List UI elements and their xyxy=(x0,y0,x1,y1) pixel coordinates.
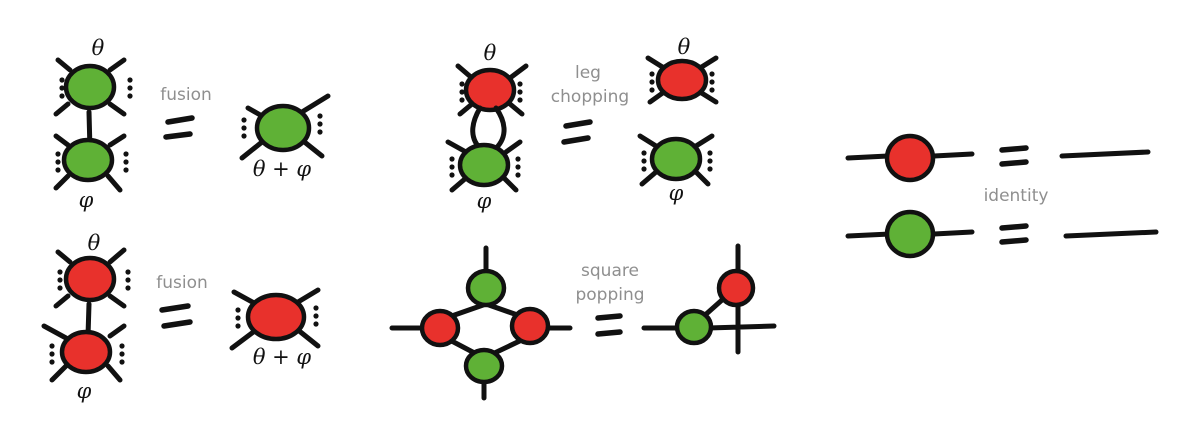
equals-sign xyxy=(999,223,1029,245)
phi-label: φ xyxy=(477,189,492,213)
red-spider-top xyxy=(53,247,131,339)
square-edges xyxy=(389,245,573,401)
rule-identity: identity xyxy=(845,133,1159,259)
wire xyxy=(845,151,975,161)
green-spider xyxy=(674,308,714,346)
chopping-label: chopping xyxy=(551,87,629,107)
plain-wire xyxy=(1063,229,1159,239)
theta-label: θ xyxy=(92,36,105,60)
green-spider-bottom xyxy=(463,347,505,385)
theta-label: θ xyxy=(88,231,101,255)
wire xyxy=(845,229,975,239)
green-spider-top xyxy=(465,268,507,308)
phi-label: φ xyxy=(77,379,92,403)
rule-green-fusion: θ φ fusion θ + φ xyxy=(53,36,331,212)
theta-plus-phi-label: θ + φ xyxy=(253,345,312,369)
fusion-label: fusion xyxy=(160,85,212,105)
rule-leg-chopping: θ φ leg chopping θ φ xyxy=(445,35,719,213)
red-spider-lhs xyxy=(455,63,529,117)
rule-red-fusion: θ φ fusion θ + φ xyxy=(41,231,321,403)
red-spider-right xyxy=(509,306,551,346)
theta-label: θ xyxy=(484,41,497,65)
red-spider-bottom xyxy=(41,323,127,383)
phi-label: φ xyxy=(79,188,94,212)
equals-sign xyxy=(163,115,195,140)
plain-wire xyxy=(1059,149,1151,159)
red-spider xyxy=(884,133,936,183)
fusion-label: fusion xyxy=(156,273,208,293)
popping-label: popping xyxy=(575,285,644,305)
red-spider-fused xyxy=(229,287,321,351)
rule-square-popping: square popping xyxy=(389,243,777,401)
equals-sign xyxy=(999,145,1029,167)
equals-sign xyxy=(561,119,593,145)
green-spider-rhs xyxy=(637,133,715,187)
green-spider-lhs xyxy=(445,139,523,193)
square-label: square xyxy=(581,261,639,281)
equals-sign xyxy=(595,313,623,337)
theta-plus-phi-label: θ + φ xyxy=(253,157,312,181)
popped-edges xyxy=(641,243,777,355)
green-spider-bottom xyxy=(53,133,129,193)
red-spider-left xyxy=(419,308,461,348)
phi-label: φ xyxy=(669,181,684,205)
leg-label: leg xyxy=(575,63,601,83)
equals-sign xyxy=(159,303,193,329)
identity-label: identity xyxy=(984,186,1049,206)
theta-label: θ xyxy=(678,35,691,59)
green-spider xyxy=(884,209,936,259)
red-spider xyxy=(716,268,756,308)
green-spider-fused xyxy=(239,93,331,161)
red-spider-rhs xyxy=(645,55,719,105)
